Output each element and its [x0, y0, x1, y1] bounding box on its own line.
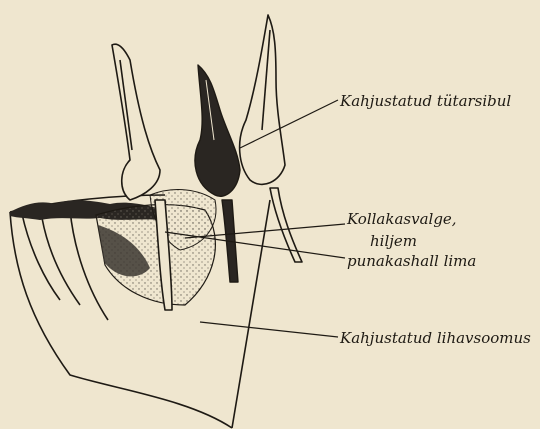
label-fleshy-scale: Kahjustatud lihavsoomus — [339, 329, 531, 347]
label-daughter-bulb: Kahjustatud tütarsibul — [339, 92, 511, 110]
label-slime-line3: punakashall lima — [347, 252, 476, 270]
label-slime-line1: Kollakasvalge, — [346, 210, 457, 228]
daughter-bulb-right — [240, 15, 302, 262]
label-slime-line2: hiljem — [370, 232, 417, 250]
